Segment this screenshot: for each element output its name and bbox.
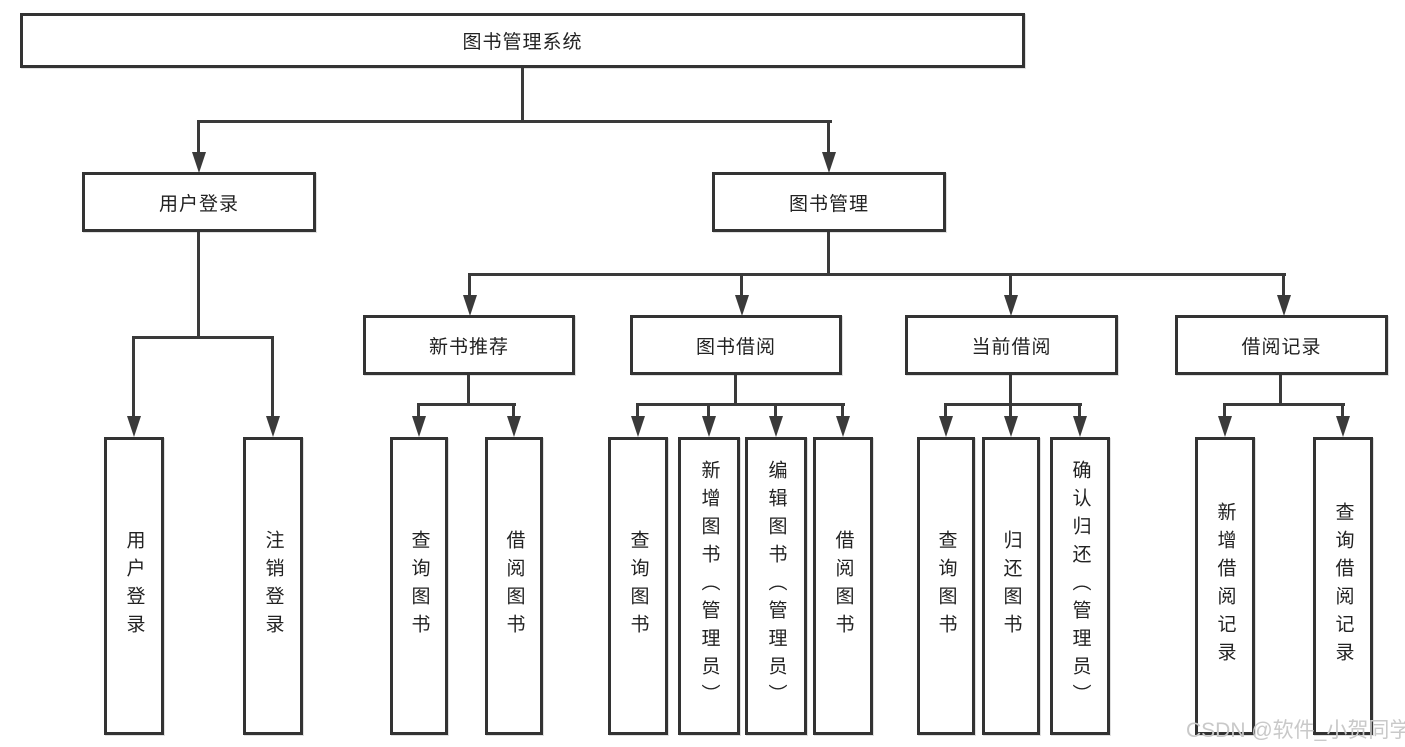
leaf-logout: 注销登录 <box>243 437 303 735</box>
arrow-down-icon <box>769 416 783 437</box>
connector-vline <box>1341 403 1344 418</box>
connector-hline <box>468 273 1286 276</box>
connector-vline <box>1009 375 1012 403</box>
connector-vline <box>1279 375 1282 403</box>
connector-vline <box>132 336 135 418</box>
leaf-query-borrow-record: 查询借阅记录 <box>1313 437 1373 735</box>
connector-vline <box>740 273 743 298</box>
connector-vline <box>468 273 471 298</box>
arrow-down-icon <box>1218 416 1232 437</box>
leaf-query-books-current: 查询图书 <box>917 437 975 735</box>
leaf-user-login: 用户登录 <box>104 437 164 735</box>
connector-vline <box>417 403 420 418</box>
connector-vline <box>271 336 274 418</box>
node-book-borrow: 图书借阅 <box>630 315 842 375</box>
arrow-down-icon <box>735 295 749 316</box>
arrow-down-icon <box>939 416 953 437</box>
leaf-edit-book-admin: 编辑图书（管理员） <box>745 437 807 735</box>
leaf-add-book-admin: 新增图书（管理员） <box>678 437 740 735</box>
arrow-down-icon <box>1004 295 1018 316</box>
arrow-down-icon <box>127 416 141 437</box>
connector-vline <box>512 403 515 418</box>
connector-vline <box>197 120 200 154</box>
connector-vline <box>197 232 200 336</box>
connector-vline <box>827 232 830 273</box>
arrow-down-icon <box>1336 416 1350 437</box>
leaf-query-books-recommend: 查询图书 <box>390 437 448 735</box>
connector-hline <box>636 403 845 406</box>
arrow-down-icon <box>192 152 206 173</box>
node-root: 图书管理系统 <box>20 13 1025 68</box>
connector-vline <box>774 403 777 418</box>
connector-hline <box>1223 403 1345 406</box>
connector-hline <box>197 120 832 123</box>
connector-vline <box>944 403 947 418</box>
leaf-add-borrow-record: 新增借阅记录 <box>1195 437 1255 735</box>
leaf-borrow-books-recommend: 借阅图书 <box>485 437 543 735</box>
arrow-down-icon <box>266 416 280 437</box>
connector-vline <box>1078 403 1081 418</box>
arrow-down-icon <box>412 416 426 437</box>
arrow-down-icon <box>1004 416 1018 437</box>
connector-vline <box>1282 273 1285 298</box>
arrow-down-icon <box>702 416 716 437</box>
leaf-confirm-return-admin: 确认归还（管理员） <box>1050 437 1110 735</box>
leaf-query-books-borrow: 查询图书 <box>608 437 668 735</box>
node-borrow-records: 借阅记录 <box>1175 315 1388 375</box>
arrow-down-icon <box>1073 416 1087 437</box>
arrow-down-icon <box>463 295 477 316</box>
node-new-book-recommend: 新书推荐 <box>363 315 575 375</box>
leaf-borrow-books: 借阅图书 <box>813 437 873 735</box>
connector-vline <box>1009 273 1012 298</box>
arrow-down-icon <box>631 416 645 437</box>
connector-hline <box>417 403 516 406</box>
connector-hline <box>944 403 1082 406</box>
connector-vline <box>707 403 710 418</box>
arrow-down-icon <box>822 152 836 173</box>
connector-vline <box>521 68 524 120</box>
connector-hline <box>132 336 274 339</box>
connector-vline <box>636 403 639 418</box>
node-current-borrow: 当前借阅 <box>905 315 1118 375</box>
csdn-watermark: CSDN @软件_小贺同学 <box>1186 719 1405 742</box>
node-user-login: 用户登录 <box>82 172 316 232</box>
connector-vline <box>734 375 737 403</box>
connector-vline <box>827 120 830 154</box>
connector-vline <box>467 375 470 403</box>
connector-vline <box>841 403 844 418</box>
arrow-down-icon <box>1277 295 1291 316</box>
node-book-management: 图书管理 <box>712 172 946 232</box>
arrow-down-icon <box>507 416 521 437</box>
connector-vline <box>1223 403 1226 418</box>
arrow-down-icon <box>836 416 850 437</box>
leaf-return-book: 归还图书 <box>982 437 1040 735</box>
connector-vline <box>1009 403 1012 418</box>
